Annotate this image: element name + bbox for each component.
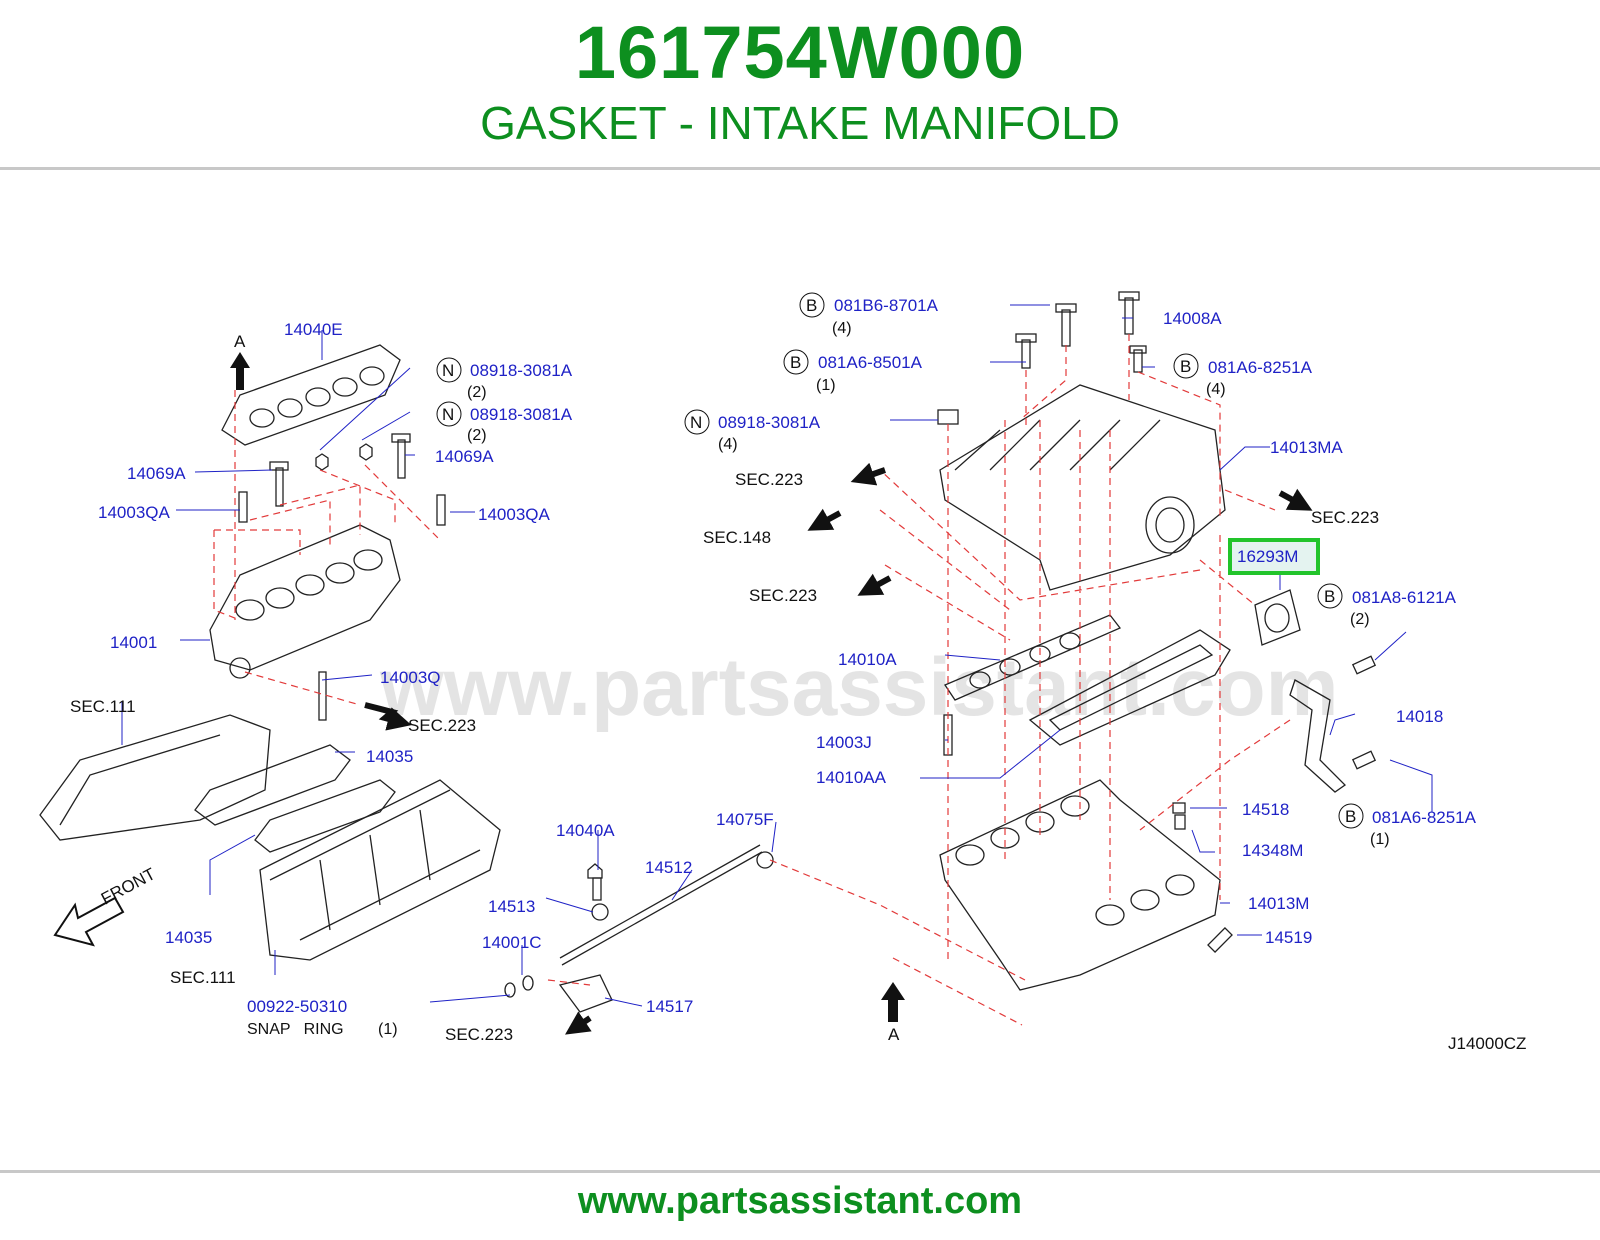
label-14075f: 14075F: [716, 810, 774, 829]
label-14018: 14018: [1396, 707, 1443, 726]
label-14069a-left: 14069A: [127, 464, 186, 483]
footer-divider: [0, 1170, 1600, 1173]
label-14010a: 14010A: [838, 650, 897, 669]
badge-circles: [436, 292, 1364, 829]
label-sec223-b: SEC.223: [1311, 508, 1379, 527]
diagram-code: J14000CZ: [1448, 1034, 1526, 1053]
label-08918-3081a-1: 08918-3081A: [470, 361, 573, 380]
label-081a6-8251a-bottom: 081A6-8251A: [1372, 808, 1477, 827]
label-sec223-bottom: SEC.223: [445, 1025, 513, 1044]
label-16293m: 16293M: [1237, 547, 1298, 566]
label-sec223-a: SEC.223: [735, 470, 803, 489]
sec223-left-arrow-icon: [364, 702, 412, 731]
gasket-14010aa-drawing: [1028, 629, 1231, 746]
view-a-arrow-top-icon: [230, 352, 250, 390]
sec223-c-arrow-icon: [857, 573, 892, 596]
label-14003j: 14003J: [816, 733, 872, 752]
label-08918-3081a-3: 08918-3081A: [718, 413, 821, 432]
label-081a6-8251a-top: 081A6-8251A: [1208, 358, 1313, 377]
label-14518: 14518: [1242, 800, 1289, 819]
qty-081a6-8501a: (1): [816, 377, 836, 394]
badge-n-2: N: [442, 405, 454, 424]
qty-08918-3081a-2: (2): [467, 427, 487, 444]
label-081a8-6121a: 081A8-6121A: [1352, 588, 1457, 607]
footer-url[interactable]: www.partsassistant.com: [577, 1180, 1023, 1222]
sec223-b-arrow-icon: [1278, 488, 1313, 511]
label-14008a: 14008A: [1163, 309, 1222, 328]
label-14512: 14512: [645, 858, 692, 877]
badge-n-1: N: [442, 361, 454, 380]
label-sec111-b: SEC.111: [170, 968, 236, 987]
label-sec223-c: SEC.223: [749, 586, 817, 605]
label-14003qa-left: 14003QA: [98, 503, 170, 522]
label-081b6-8701a: 081B6-8701A: [834, 296, 939, 315]
qty-081a6-8251a-bottom: (1): [1370, 831, 1390, 848]
qty-snap-ring: (1): [378, 1021, 398, 1038]
cylinder-head-left-drawing: [39, 714, 271, 841]
label-14013ma: 14013MA: [1270, 438, 1343, 457]
qty-081b6-8701a: (4): [832, 320, 852, 337]
view-a-label-bottom: A: [888, 1025, 900, 1044]
badge-b-3: B: [1180, 357, 1191, 376]
label-sec223-left: SEC.223: [408, 716, 476, 735]
left-fasteners-drawing: [238, 433, 446, 721]
sec223-a-arrow-icon: [850, 462, 886, 486]
view-a-label-top: A: [234, 332, 246, 351]
label-081a6-8501a: 081A6-8501A: [818, 353, 923, 372]
label-00922-50310: 00922-50310: [247, 997, 347, 1016]
front-arrow-icon: [53, 896, 125, 947]
lower-manifold-14013m-drawing: [939, 779, 1221, 991]
highlight-box-16293m: [1228, 538, 1320, 575]
qty-081a6-8251a-top: (4): [1206, 381, 1226, 398]
right-fasteners-drawing: [937, 291, 1377, 953]
watermark: www.partsassistant.com: [379, 642, 1339, 733]
cylinder-block-drawing: [259, 779, 501, 961]
label-14040e: 14040E: [284, 320, 343, 339]
badge-b-1: B: [806, 296, 817, 315]
upper-manifold-14013ma-drawing: [939, 384, 1226, 591]
qty-08918-3081a-1: (2): [467, 384, 487, 401]
label-14035-a: 14035: [366, 747, 413, 766]
label-14001c: 14001C: [482, 933, 542, 952]
label-snap-ring: SNAP RING: [247, 1021, 344, 1038]
badge-b-4: B: [1324, 587, 1335, 606]
sec223-bottom-arrow-icon: [565, 1011, 592, 1035]
label-14069a-right: 14069A: [435, 447, 494, 466]
badge-b-5: B: [1345, 807, 1356, 826]
bracket-14018-drawing: [1289, 679, 1347, 793]
label-14513: 14513: [488, 897, 535, 916]
pcv-assembly-drawing: [504, 844, 774, 1013]
gasket-14040e-drawing: [221, 344, 401, 446]
front-label: FRONT: [98, 864, 159, 908]
label-14035-b: 14035: [165, 928, 212, 947]
label-08918-3081a-2: 08918-3081A: [470, 405, 573, 424]
label-14348m: 14348M: [1242, 841, 1303, 860]
label-sec148: SEC.148: [703, 528, 771, 547]
view-a-arrow-bottom-icon: [881, 982, 905, 1022]
part-number-title: 161754W000: [574, 11, 1026, 94]
label-14519: 14519: [1265, 928, 1312, 947]
gasket-16293m-drawing: [1254, 589, 1301, 646]
label-14003qa-right: 14003QA: [478, 505, 550, 524]
label-14010aa: 14010AA: [816, 768, 887, 787]
part-name-subtitle: GASKET - INTAKE MANIFOLD: [480, 97, 1120, 149]
qty-08918-3081a-3: (4): [718, 436, 738, 453]
badge-b-2: B: [790, 353, 801, 372]
label-14013m: 14013M: [1248, 894, 1309, 913]
label-14003q: 14003Q: [380, 668, 441, 687]
exhaust-gasket-14035-drawing: [194, 744, 396, 853]
label-sec111-a: SEC.111: [70, 697, 136, 716]
sec148-arrow-icon: [807, 508, 842, 531]
label-14517: 14517: [646, 997, 693, 1016]
qty-081a8-6121a: (2): [1350, 611, 1370, 628]
header-divider: [0, 167, 1600, 170]
label-14040a: 14040A: [556, 821, 615, 840]
badge-n-3: N: [690, 413, 702, 432]
label-14001: 14001: [110, 633, 157, 652]
collector-14001-drawing: [209, 524, 401, 679]
